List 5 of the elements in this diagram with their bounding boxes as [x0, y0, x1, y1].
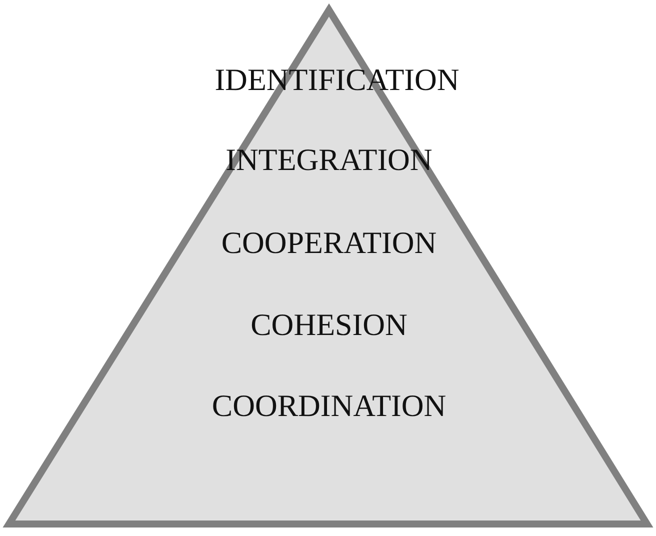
pyramid-level-label: IDENTIFICATION — [214, 62, 460, 98]
pyramid-level-label: INTEGRATION — [226, 142, 432, 178]
pyramid-level-label: COHESION — [250, 307, 408, 343]
pyramid-level-label: COORDINATION — [212, 388, 446, 424]
pyramid-level-label: COOPERATION — [221, 225, 437, 261]
